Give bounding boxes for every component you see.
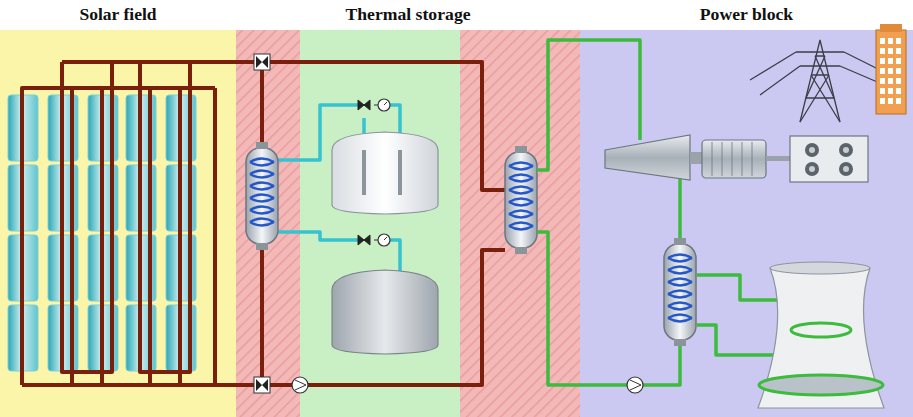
section-heading: Solar field [0,0,236,25]
section-heading: Thermal storage [236,0,580,25]
section-heading: Power block [580,0,913,25]
section-band: Solar field [0,0,236,417]
section-band: Thermal storage [236,0,580,417]
section-band: Power block [580,0,913,417]
